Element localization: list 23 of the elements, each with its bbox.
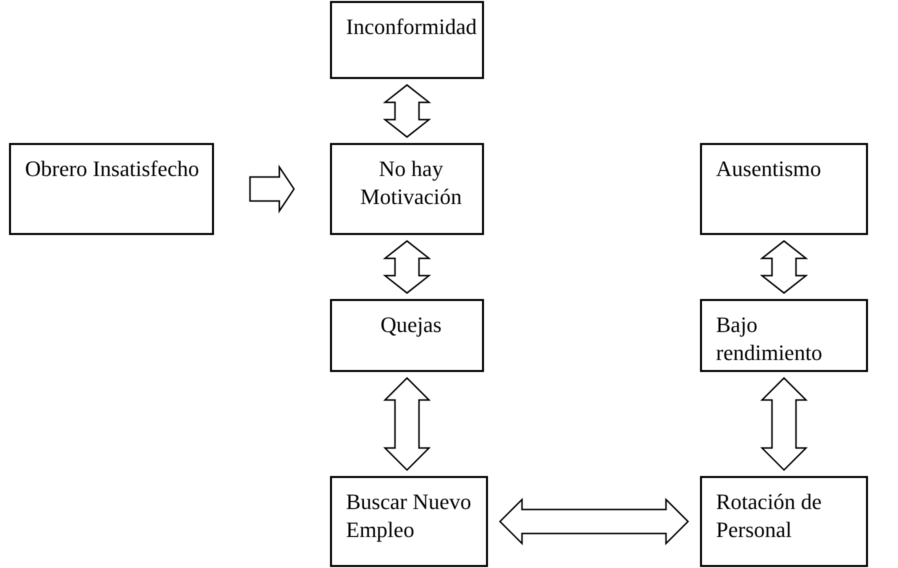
- box-label: No hay Motivación: [359, 155, 463, 211]
- block-arrow: [760, 376, 808, 472]
- box-label: Inconformidad: [346, 13, 476, 41]
- block-arrow: [382, 240, 432, 294]
- box-label: Rotación de Personal: [716, 488, 823, 544]
- process-box: [330, 143, 484, 235]
- process-box: [9, 143, 214, 235]
- block-arrow: [382, 84, 432, 138]
- process-box: [330, 1, 484, 79]
- block-arrow: [383, 376, 431, 472]
- process-box: [330, 476, 488, 567]
- box-label: Bajo rendimiento: [716, 311, 824, 367]
- process-box: [700, 299, 868, 372]
- box-label: Buscar Nuevo Empleo: [346, 488, 472, 544]
- box-label: Quejas: [379, 311, 443, 339]
- process-box: [330, 299, 484, 372]
- box-label: Obrero Insatisfecho: [25, 155, 200, 183]
- process-box: [700, 476, 868, 567]
- block-arrow: [498, 498, 690, 546]
- box-label: Ausentismo: [716, 155, 822, 183]
- process-box: [700, 143, 868, 235]
- block-arrow: [249, 164, 295, 214]
- block-arrow: [760, 240, 808, 294]
